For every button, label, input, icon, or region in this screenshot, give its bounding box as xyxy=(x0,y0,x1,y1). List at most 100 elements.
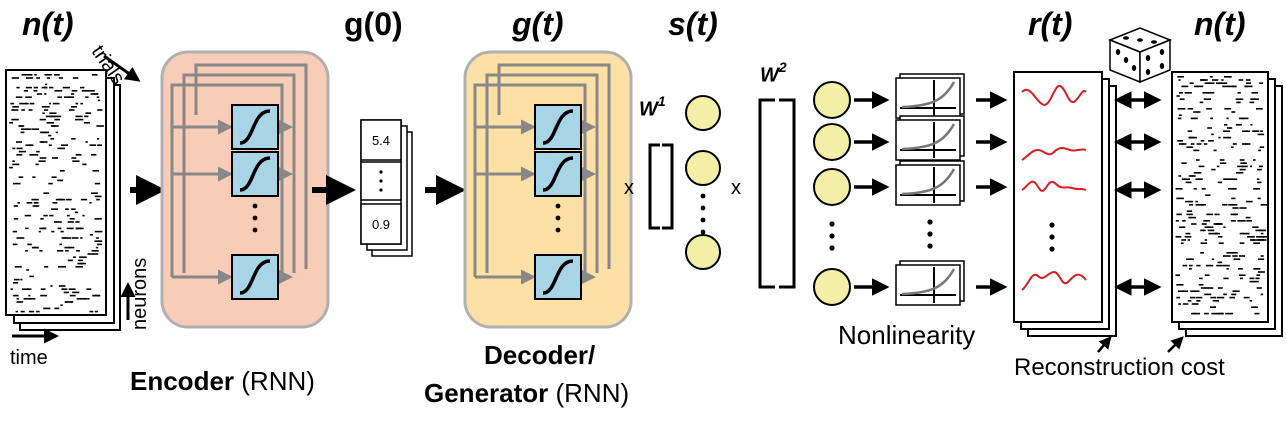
spike xyxy=(32,176,36,178)
rate-traces xyxy=(1021,85,1087,291)
spike xyxy=(85,112,92,114)
spike xyxy=(34,154,39,156)
spike xyxy=(1182,264,1188,267)
spike xyxy=(1198,178,1202,180)
spike xyxy=(1231,111,1236,113)
rate-node xyxy=(813,168,851,206)
spike xyxy=(1231,204,1238,206)
spike xyxy=(18,150,26,153)
spike xyxy=(20,131,25,134)
spike xyxy=(69,109,75,111)
spike xyxy=(1232,255,1238,257)
spike xyxy=(1208,140,1214,142)
spike xyxy=(1229,127,1233,129)
spike xyxy=(81,90,90,92)
spike xyxy=(1239,159,1245,161)
n-t-right-label: n(t) xyxy=(1194,6,1246,42)
spike xyxy=(16,298,19,300)
spike xyxy=(1240,162,1247,164)
spike xyxy=(1258,236,1265,238)
spike xyxy=(1190,143,1195,145)
spike xyxy=(1251,306,1257,308)
spike xyxy=(28,294,31,297)
decoder-units xyxy=(473,63,611,300)
spike xyxy=(13,278,20,281)
spike xyxy=(1203,98,1211,100)
spike xyxy=(1212,300,1220,302)
spike xyxy=(1191,223,1197,225)
spike xyxy=(1209,76,1213,78)
r-t-label: r(t) xyxy=(1028,6,1073,42)
spike xyxy=(1246,200,1253,203)
spike xyxy=(12,243,18,246)
spike xyxy=(1216,165,1220,168)
spike xyxy=(1253,130,1259,132)
spike xyxy=(59,170,65,172)
spike xyxy=(34,74,37,76)
spike xyxy=(97,243,103,246)
spike xyxy=(1222,264,1230,267)
spike xyxy=(39,157,47,159)
spike xyxy=(35,163,39,166)
spike xyxy=(43,214,48,217)
spike xyxy=(48,134,52,137)
spike xyxy=(1188,216,1196,219)
spike xyxy=(93,74,98,76)
spike xyxy=(54,118,60,121)
spike xyxy=(1236,290,1240,292)
spike xyxy=(39,141,48,143)
spike xyxy=(1187,300,1192,302)
spike xyxy=(1223,130,1231,132)
spike xyxy=(1219,159,1225,161)
spike xyxy=(96,96,100,98)
spike xyxy=(1232,143,1237,145)
spike xyxy=(53,115,62,118)
spike xyxy=(86,288,92,290)
spike xyxy=(41,106,50,108)
spike xyxy=(1217,213,1220,216)
spike xyxy=(25,227,29,230)
spike xyxy=(1238,79,1244,81)
spike xyxy=(67,221,74,223)
spike xyxy=(33,90,38,92)
spike xyxy=(54,221,62,223)
spike xyxy=(1241,165,1248,168)
spike xyxy=(44,93,47,95)
spike xyxy=(59,243,62,246)
spike xyxy=(1257,258,1265,260)
spike xyxy=(1229,178,1238,180)
spike xyxy=(1186,210,1193,212)
spike xyxy=(1195,290,1200,292)
spike xyxy=(44,74,52,76)
spike xyxy=(57,147,65,150)
spike xyxy=(1257,168,1262,171)
spike xyxy=(1226,252,1234,254)
spike xyxy=(1257,197,1261,200)
g0-label: g(0) xyxy=(344,6,403,42)
spike xyxy=(27,202,33,204)
spike xyxy=(66,227,74,230)
spike xyxy=(1247,236,1254,238)
spike xyxy=(1208,232,1214,235)
spike xyxy=(1193,188,1197,190)
spike xyxy=(91,154,97,156)
spike xyxy=(62,86,71,89)
spike xyxy=(1245,85,1253,88)
spike xyxy=(1229,296,1235,299)
spike xyxy=(49,115,56,118)
cost-arrow-left xyxy=(1097,336,1112,353)
spike xyxy=(1225,312,1234,315)
spike xyxy=(14,106,19,108)
spike xyxy=(1250,239,1255,241)
spike xyxy=(34,202,37,204)
spike xyxy=(79,262,86,265)
spike xyxy=(1258,165,1263,168)
spike xyxy=(1238,220,1246,222)
spike xyxy=(36,93,43,95)
rate-node xyxy=(813,81,851,119)
spike xyxy=(75,154,82,156)
spike xyxy=(63,291,69,294)
spike xyxy=(1188,264,1193,267)
spike xyxy=(1223,226,1226,228)
spike xyxy=(1220,162,1227,164)
